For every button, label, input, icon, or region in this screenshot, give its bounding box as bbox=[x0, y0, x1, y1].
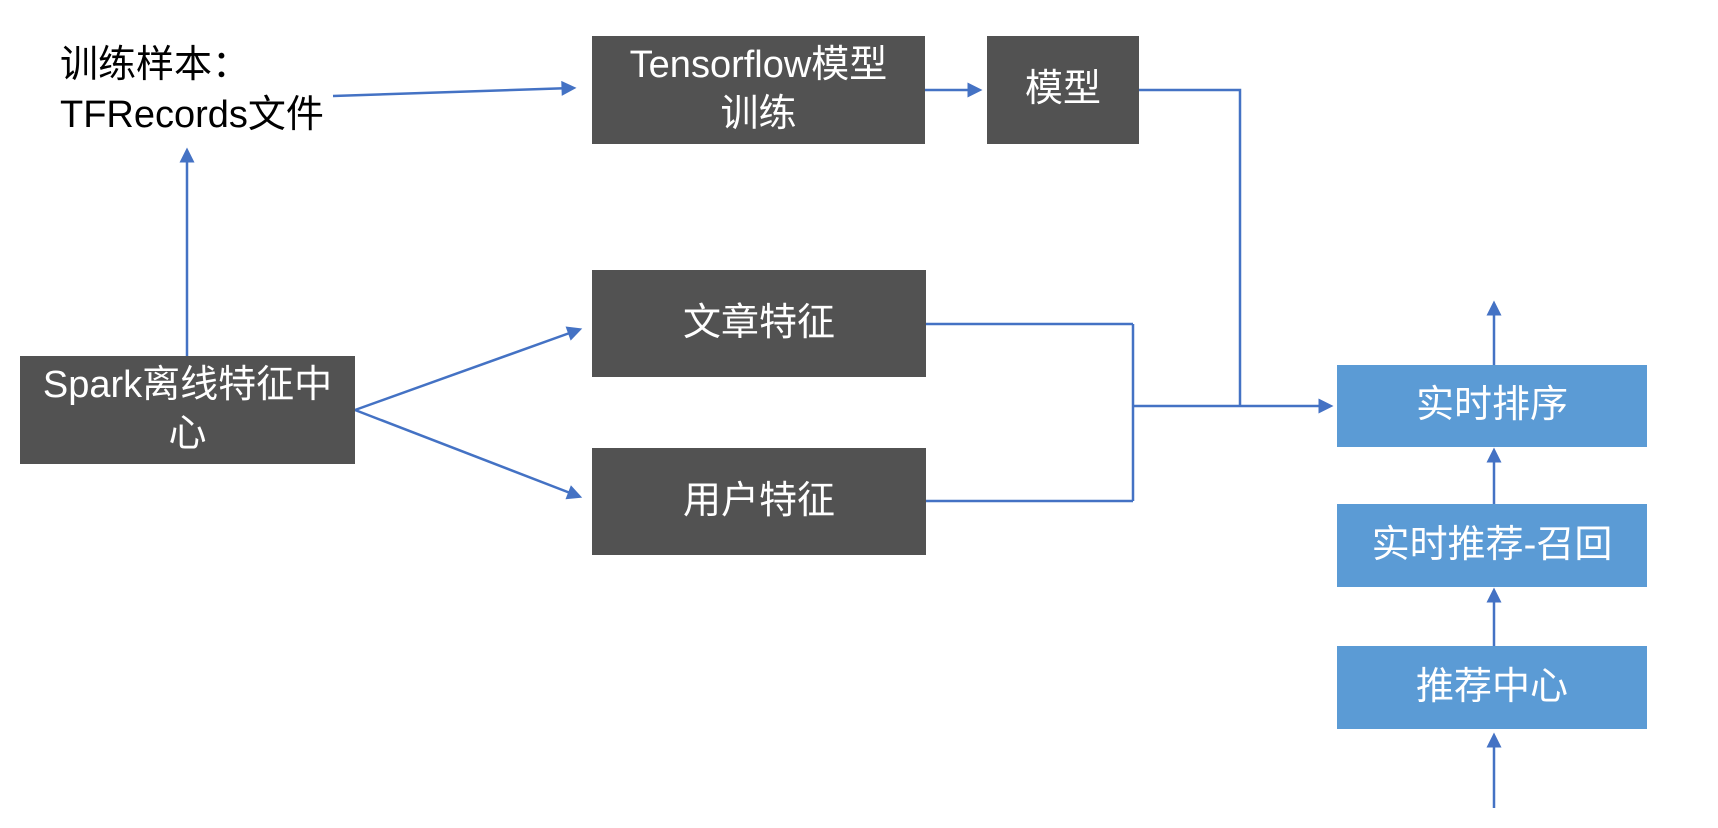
line-model-to-junction bbox=[1139, 88, 1242, 405]
node-realtime-ranking: 实时排序 bbox=[1337, 365, 1647, 447]
node-tensorflow-training: Tensorflow模型 训练 bbox=[592, 36, 925, 144]
node-realtime-recommend-recall: 实时推荐-召回 bbox=[1337, 504, 1647, 587]
node-user-features: 用户特征 bbox=[592, 448, 926, 555]
arrow-spark-to-article-features bbox=[354, 326, 583, 412]
node-spark-offline-feature-center: Spark离线特征中 心 bbox=[20, 356, 355, 464]
node-article-features: 文章特征 bbox=[592, 270, 926, 377]
training-samples-label: 训练样本： TFRecords文件 bbox=[60, 44, 324, 136]
node-model: 模型 bbox=[987, 36, 1139, 144]
node-recommend-center: 推荐中心 bbox=[1337, 646, 1647, 729]
arrow-training-samples-to-tensorflow bbox=[332, 80, 577, 98]
arrow-spark-to-user-features bbox=[354, 408, 583, 500]
